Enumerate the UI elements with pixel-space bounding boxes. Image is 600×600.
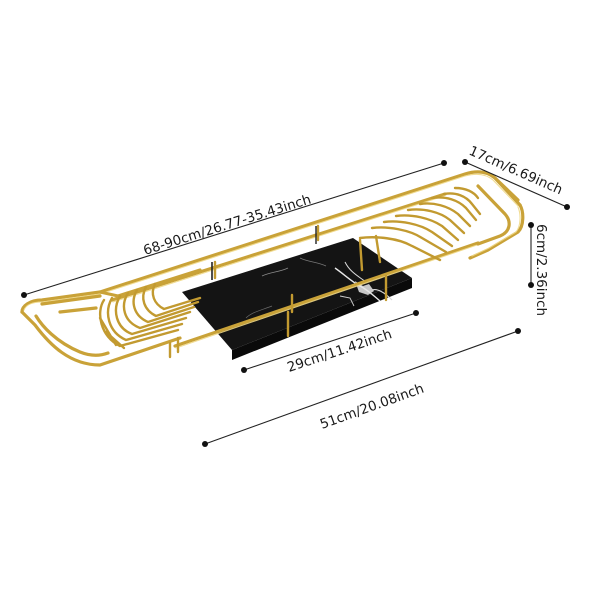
left-basket bbox=[98, 282, 202, 359]
bath-caddy-illustration bbox=[20, 170, 525, 367]
basket-length-label: 51cm/20.08inch bbox=[318, 381, 426, 433]
height-label: 6cm/2.36inch bbox=[533, 224, 549, 316]
overall-length-label: 68-90cm/26.77-35.43inch bbox=[141, 192, 313, 259]
right-basket bbox=[358, 186, 482, 272]
dimension-height: 6cm/2.36inch bbox=[528, 222, 549, 316]
